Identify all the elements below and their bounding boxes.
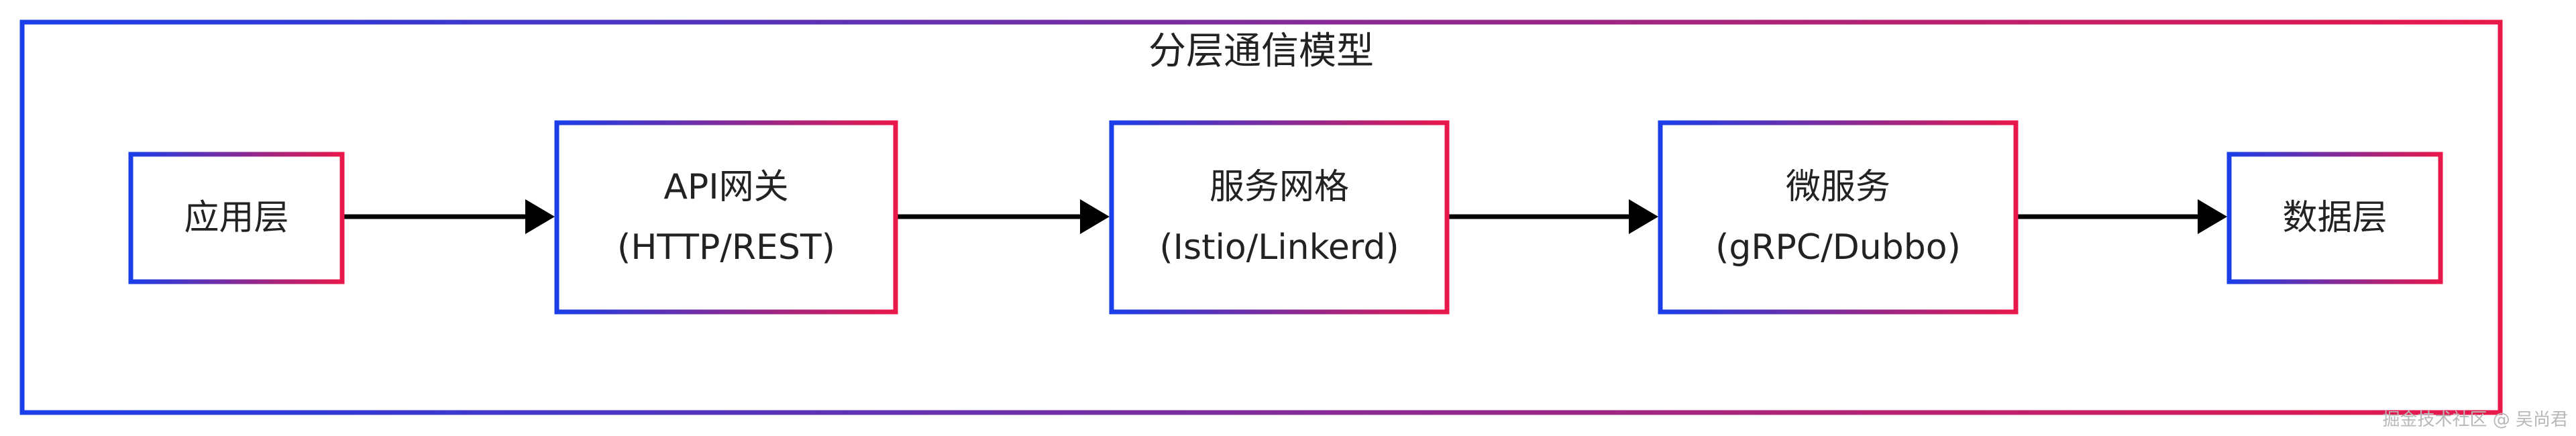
- node-box-app: [128, 152, 345, 284]
- node-box-micro: [1658, 120, 2019, 315]
- node-gateway: API网关 (HTTP/REST): [554, 120, 898, 315]
- arrowhead-micro-to-data: [2198, 199, 2227, 234]
- node-app: 应用层: [128, 152, 345, 284]
- node-data: 数据层: [2226, 152, 2443, 284]
- node-box-mesh: [1109, 120, 1450, 315]
- node-micro: 微服务 (gRPC/Dubbo): [1658, 120, 2019, 315]
- node-box-data: [2226, 152, 2443, 284]
- nodes: 应用层 API网关 (HTTP/REST) 服务网格 (Istio/Linkerd) 微服…: [128, 120, 2443, 315]
- watermark: 掘金技术社区 @ 吴尚君: [2382, 410, 2568, 430]
- arrowhead-app-to-gateway: [525, 199, 555, 234]
- edges: [344, 199, 2227, 234]
- node-label-micro-0: 微服务: [1786, 167, 1890, 207]
- diagram-title: 分层通信模型: [1148, 30, 1374, 73]
- arrowhead-mesh-to-micro: [1629, 199, 1658, 234]
- node-label-mesh-1: (Istio/Linkerd): [1159, 227, 1399, 268]
- node-box-gateway: [554, 120, 898, 315]
- node-label-app-0: 应用层: [184, 198, 288, 238]
- arrowhead-gateway-to-mesh: [1080, 199, 1110, 234]
- node-mesh: 服务网格 (Istio/Linkerd): [1109, 120, 1450, 315]
- node-label-gateway-0: API网关: [663, 167, 788, 207]
- node-label-micro-1: (gRPC/Dubbo): [1715, 227, 1961, 268]
- node-label-mesh-0: 服务网格: [1210, 167, 1349, 207]
- node-label-gateway-1: (HTTP/REST): [617, 227, 835, 268]
- layer-group-frame: [19, 19, 2503, 415]
- node-label-data-0: 数据层: [2282, 198, 2387, 238]
